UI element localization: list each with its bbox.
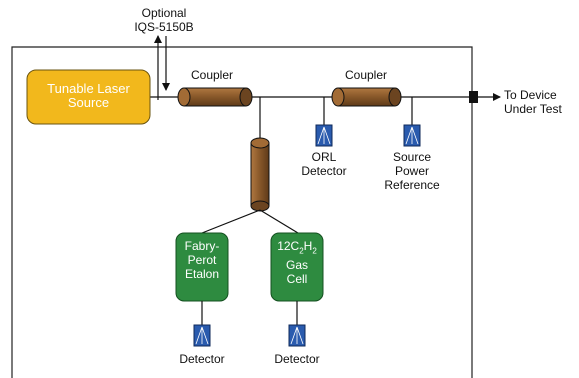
left-coupler-label: Coupler — [190, 68, 234, 82]
tunable-laser-source — [26, 69, 151, 125]
optional-label-line2: IQS-5150B — [134, 20, 194, 34]
orl-detector-label-line2: Detector — [301, 164, 347, 178]
orl-detector-icon — [315, 124, 333, 147]
output-connector — [469, 91, 478, 103]
etalon-detector-icon — [193, 324, 211, 347]
source-power-label-line1: Source — [392, 150, 432, 164]
source-power-label-line2: Power — [394, 164, 429, 178]
source-power-label: Source Power Reference — [377, 150, 447, 192]
gas-cell-detector-icon — [288, 324, 306, 347]
fabry-perot-etalon — [175, 232, 229, 302]
optional-label-line1: Optional — [141, 6, 187, 20]
output-label: To Device Under Test — [504, 88, 576, 116]
output-label-line1: To Device — [504, 88, 557, 102]
source-power-detector-icon — [403, 124, 421, 147]
left-coupler — [177, 87, 253, 107]
gas-cell-detector-label: Detector — [274, 352, 320, 366]
right-coupler — [331, 87, 402, 107]
branch-line-gas-cell — [259, 209, 299, 234]
optional-label: Optional IQS-5150B — [124, 6, 204, 34]
gas-cell — [270, 232, 324, 302]
source-power-label-line3: Reference — [384, 178, 440, 192]
splitter-coupler — [250, 137, 270, 212]
orl-detector-label: ORL Detector — [294, 150, 354, 178]
orl-detector-label-line1: ORL — [311, 150, 337, 164]
output-label-line2: Under Test — [504, 102, 562, 116]
instrument-enclosure — [11, 46, 473, 378]
right-coupler-label: Coupler — [344, 68, 388, 82]
etalon-detector-label: Detector — [179, 352, 225, 366]
branch-line-etalon — [201, 209, 261, 234]
